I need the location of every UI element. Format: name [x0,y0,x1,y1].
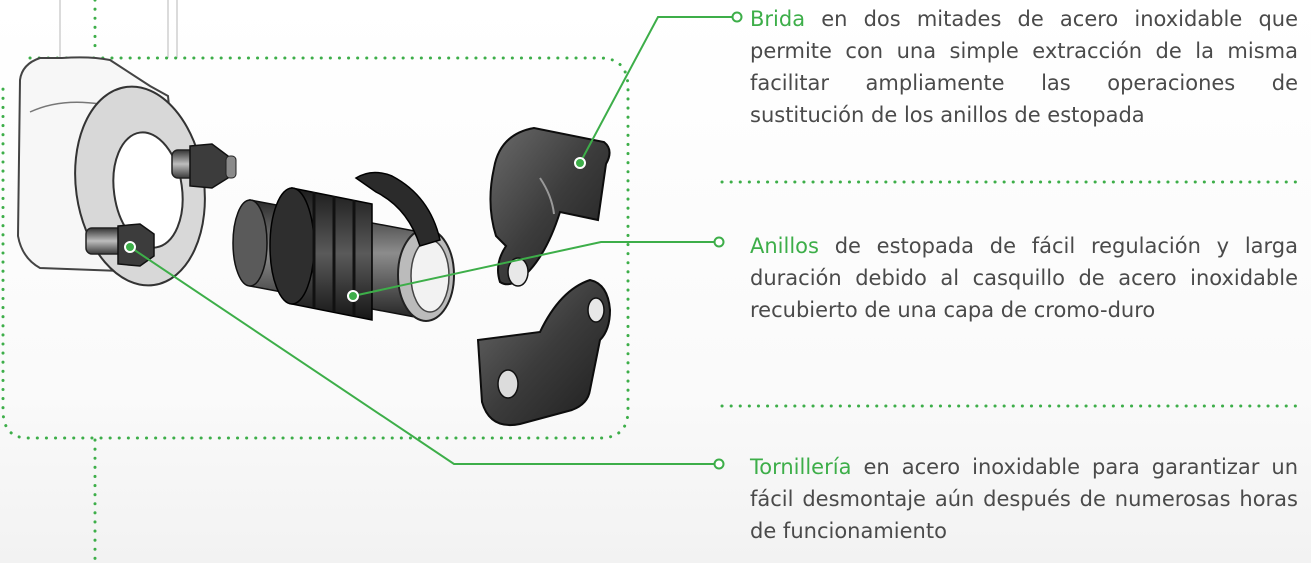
dotted-frame [1,0,630,563]
leader-markers [124,11,743,470]
marker-brida-text [731,11,743,23]
leader-anillos [352,241,715,297]
callout-brida-text: en dos mitades de acero inoxidable que p… [750,7,1298,127]
callout-tornilleria-keyword: Tornillería [750,455,852,479]
bolt-lower [85,223,155,267]
bolt-upper [171,143,237,189]
marker-tornilleria-text [713,458,725,470]
callout-anillos-keyword: Anillos [750,234,819,258]
leader-brida [579,16,733,164]
marker-brida-part [574,157,586,169]
leader-lines [129,16,733,465]
callout-tornilleria-text: en acero inoxidable para garantizar un f… [750,455,1298,543]
gland-half-ring [354,171,441,247]
callout-separators [720,180,1302,408]
marker-tornilleria-part [124,241,136,253]
packing-rings [269,187,373,321]
flange-half-lower [476,278,612,426]
callout-anillos: Anillos de estopada de fácil regulación … [750,230,1298,326]
callout-brida-keyword: Brida [750,7,806,31]
marker-anillos-part [347,290,359,302]
callout-brida: Brida en dos mitades de acero inoxidable… [750,3,1298,131]
leader-tornilleria [129,246,715,465]
background-frame [59,0,178,60]
callout-anillos-text: de estopada de fácil regulación y larga … [750,234,1298,322]
marker-anillos-text [713,236,725,248]
callout-tornilleria: Tornillería en acero inoxidable para gar… [750,451,1298,547]
